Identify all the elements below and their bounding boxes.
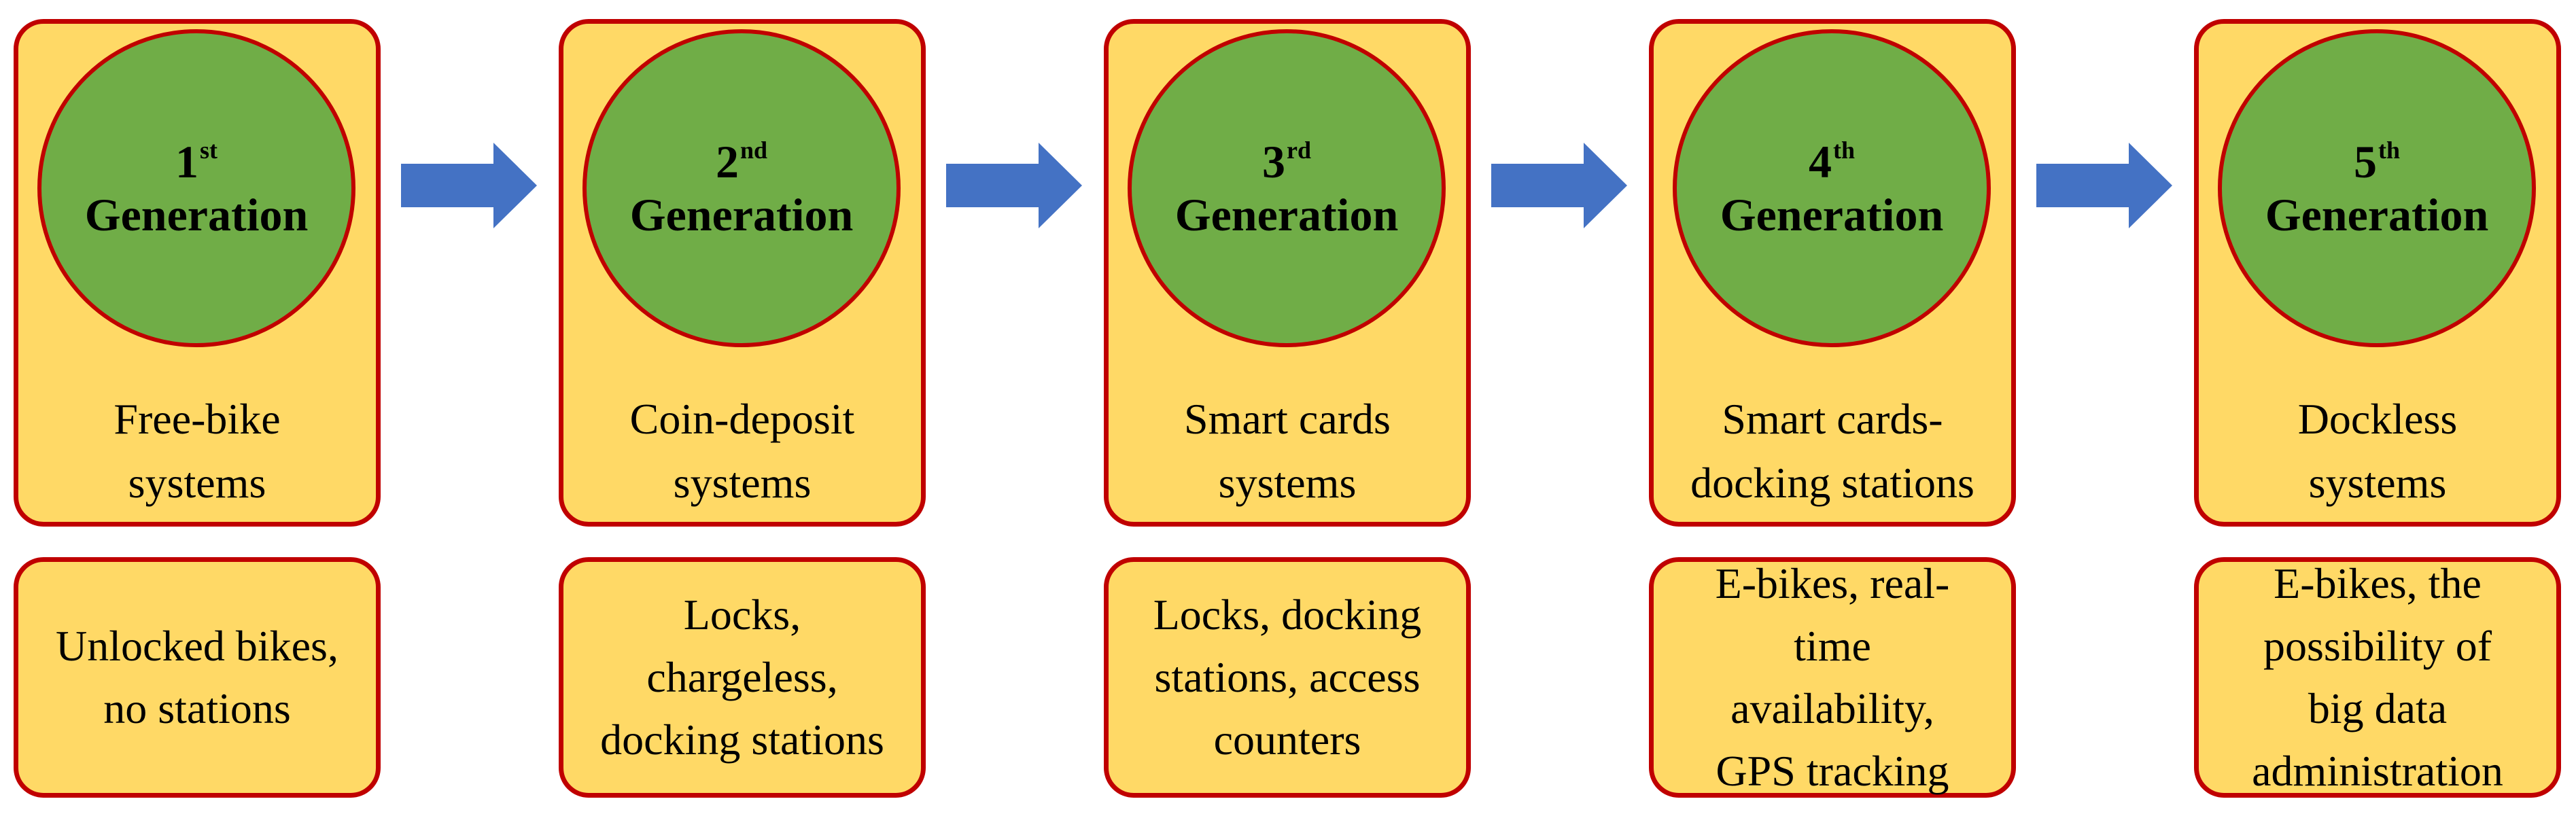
feature-box-4: E-bikes, real- time availability, GPS tr… bbox=[1649, 557, 2016, 798]
generation-system-4: Smart cards- docking stations bbox=[1690, 395, 1974, 507]
generation-suffix-5: th bbox=[2378, 136, 2400, 164]
generation-system-3: Smart cards systems bbox=[1184, 395, 1391, 507]
feature-box-5: E-bikes, the possibility of big data adm… bbox=[2194, 557, 2561, 798]
arrow-right-icon bbox=[946, 143, 1082, 228]
generation-suffix-2: nd bbox=[739, 136, 768, 164]
arrow-right-icon bbox=[1491, 143, 1627, 228]
generation-label-3: Generation bbox=[1174, 189, 1399, 241]
generation-label-5: Generation bbox=[2265, 189, 2489, 241]
generation-box-2: 2nd Generation Coin-deposit systems bbox=[559, 19, 926, 527]
feature-text-2: Locks, chargeless, docking stations bbox=[600, 590, 884, 764]
arrow-right-icon bbox=[2036, 143, 2172, 228]
feature-text-3: Locks, docking stations, access counters bbox=[1153, 590, 1422, 764]
generation-circle-2: 2nd Generation bbox=[582, 29, 901, 347]
generation-system-1: Free-bike systems bbox=[114, 395, 281, 507]
generation-suffix-1: st bbox=[200, 136, 217, 164]
generation-column-1: 1st Generation Free-bike systems Unlocke… bbox=[14, 0, 381, 814]
generation-column-2: 2nd Generation Coin-deposit systems Lock… bbox=[559, 0, 926, 814]
generation-suffix-4: th bbox=[1832, 136, 1855, 164]
generation-ordinal-4: 4th bbox=[1809, 135, 1855, 188]
generation-number-1: 1 bbox=[175, 135, 198, 188]
feature-box-1: Unlocked bikes, no stations bbox=[14, 557, 381, 798]
arrow-shape-3 bbox=[1491, 143, 1627, 228]
generation-system-5: Dockless systems bbox=[2297, 395, 2458, 507]
generation-circle-3: 3rd Generation bbox=[1128, 29, 1446, 347]
generation-number-5: 5 bbox=[2353, 135, 2377, 188]
generation-label-1: Generation bbox=[84, 189, 309, 241]
generation-label-2: Generation bbox=[629, 189, 854, 241]
generation-column-3: 3rd Generation Smart cards systems Locks… bbox=[1104, 0, 1471, 814]
feature-text-1: Unlocked bikes, no stations bbox=[56, 622, 338, 732]
generation-number-4: 4 bbox=[1808, 135, 1832, 188]
arrow-shape-1 bbox=[401, 143, 537, 228]
generation-ordinal-2: 2nd bbox=[716, 135, 767, 188]
arrow-shape-2 bbox=[946, 143, 1082, 228]
generation-suffix-3: rd bbox=[1287, 136, 1311, 164]
generation-system-2: Coin-deposit systems bbox=[629, 395, 855, 507]
generation-circle-5: 5th Generation bbox=[2218, 29, 2536, 347]
generation-ordinal-5: 5th bbox=[2354, 135, 2400, 188]
generation-column-4: 4th Generation Smart cards- docking stat… bbox=[1649, 0, 2016, 814]
generation-ordinal-1: 1st bbox=[175, 135, 217, 188]
generation-box-5: 5th Generation Dockless systems bbox=[2194, 19, 2561, 527]
feature-text-4: E-bikes, real- time availability, GPS tr… bbox=[1715, 559, 1950, 795]
generation-box-3: 3rd Generation Smart cards systems bbox=[1104, 19, 1471, 527]
generation-number-3: 3 bbox=[1262, 135, 1285, 188]
feature-box-2: Locks, chargeless, docking stations bbox=[559, 557, 926, 798]
generation-circle-4: 4th Generation bbox=[1673, 29, 1991, 347]
feature-text-5: E-bikes, the possibility of big data adm… bbox=[2252, 559, 2503, 795]
generation-box-1: 1st Generation Free-bike systems bbox=[14, 19, 381, 527]
generation-column-5: 5th Generation Dockless systems E-bikes,… bbox=[2194, 0, 2561, 814]
generation-number-2: 2 bbox=[715, 135, 739, 188]
generation-ordinal-3: 3rd bbox=[1262, 135, 1311, 188]
generation-box-4: 4th Generation Smart cards- docking stat… bbox=[1649, 19, 2016, 527]
arrow-right-icon bbox=[401, 143, 537, 228]
arrow-shape-4 bbox=[2036, 143, 2172, 228]
feature-box-3: Locks, docking stations, access counters bbox=[1104, 557, 1471, 798]
generation-label-4: Generation bbox=[1720, 189, 1944, 241]
generation-circle-1: 1st Generation bbox=[37, 29, 355, 347]
